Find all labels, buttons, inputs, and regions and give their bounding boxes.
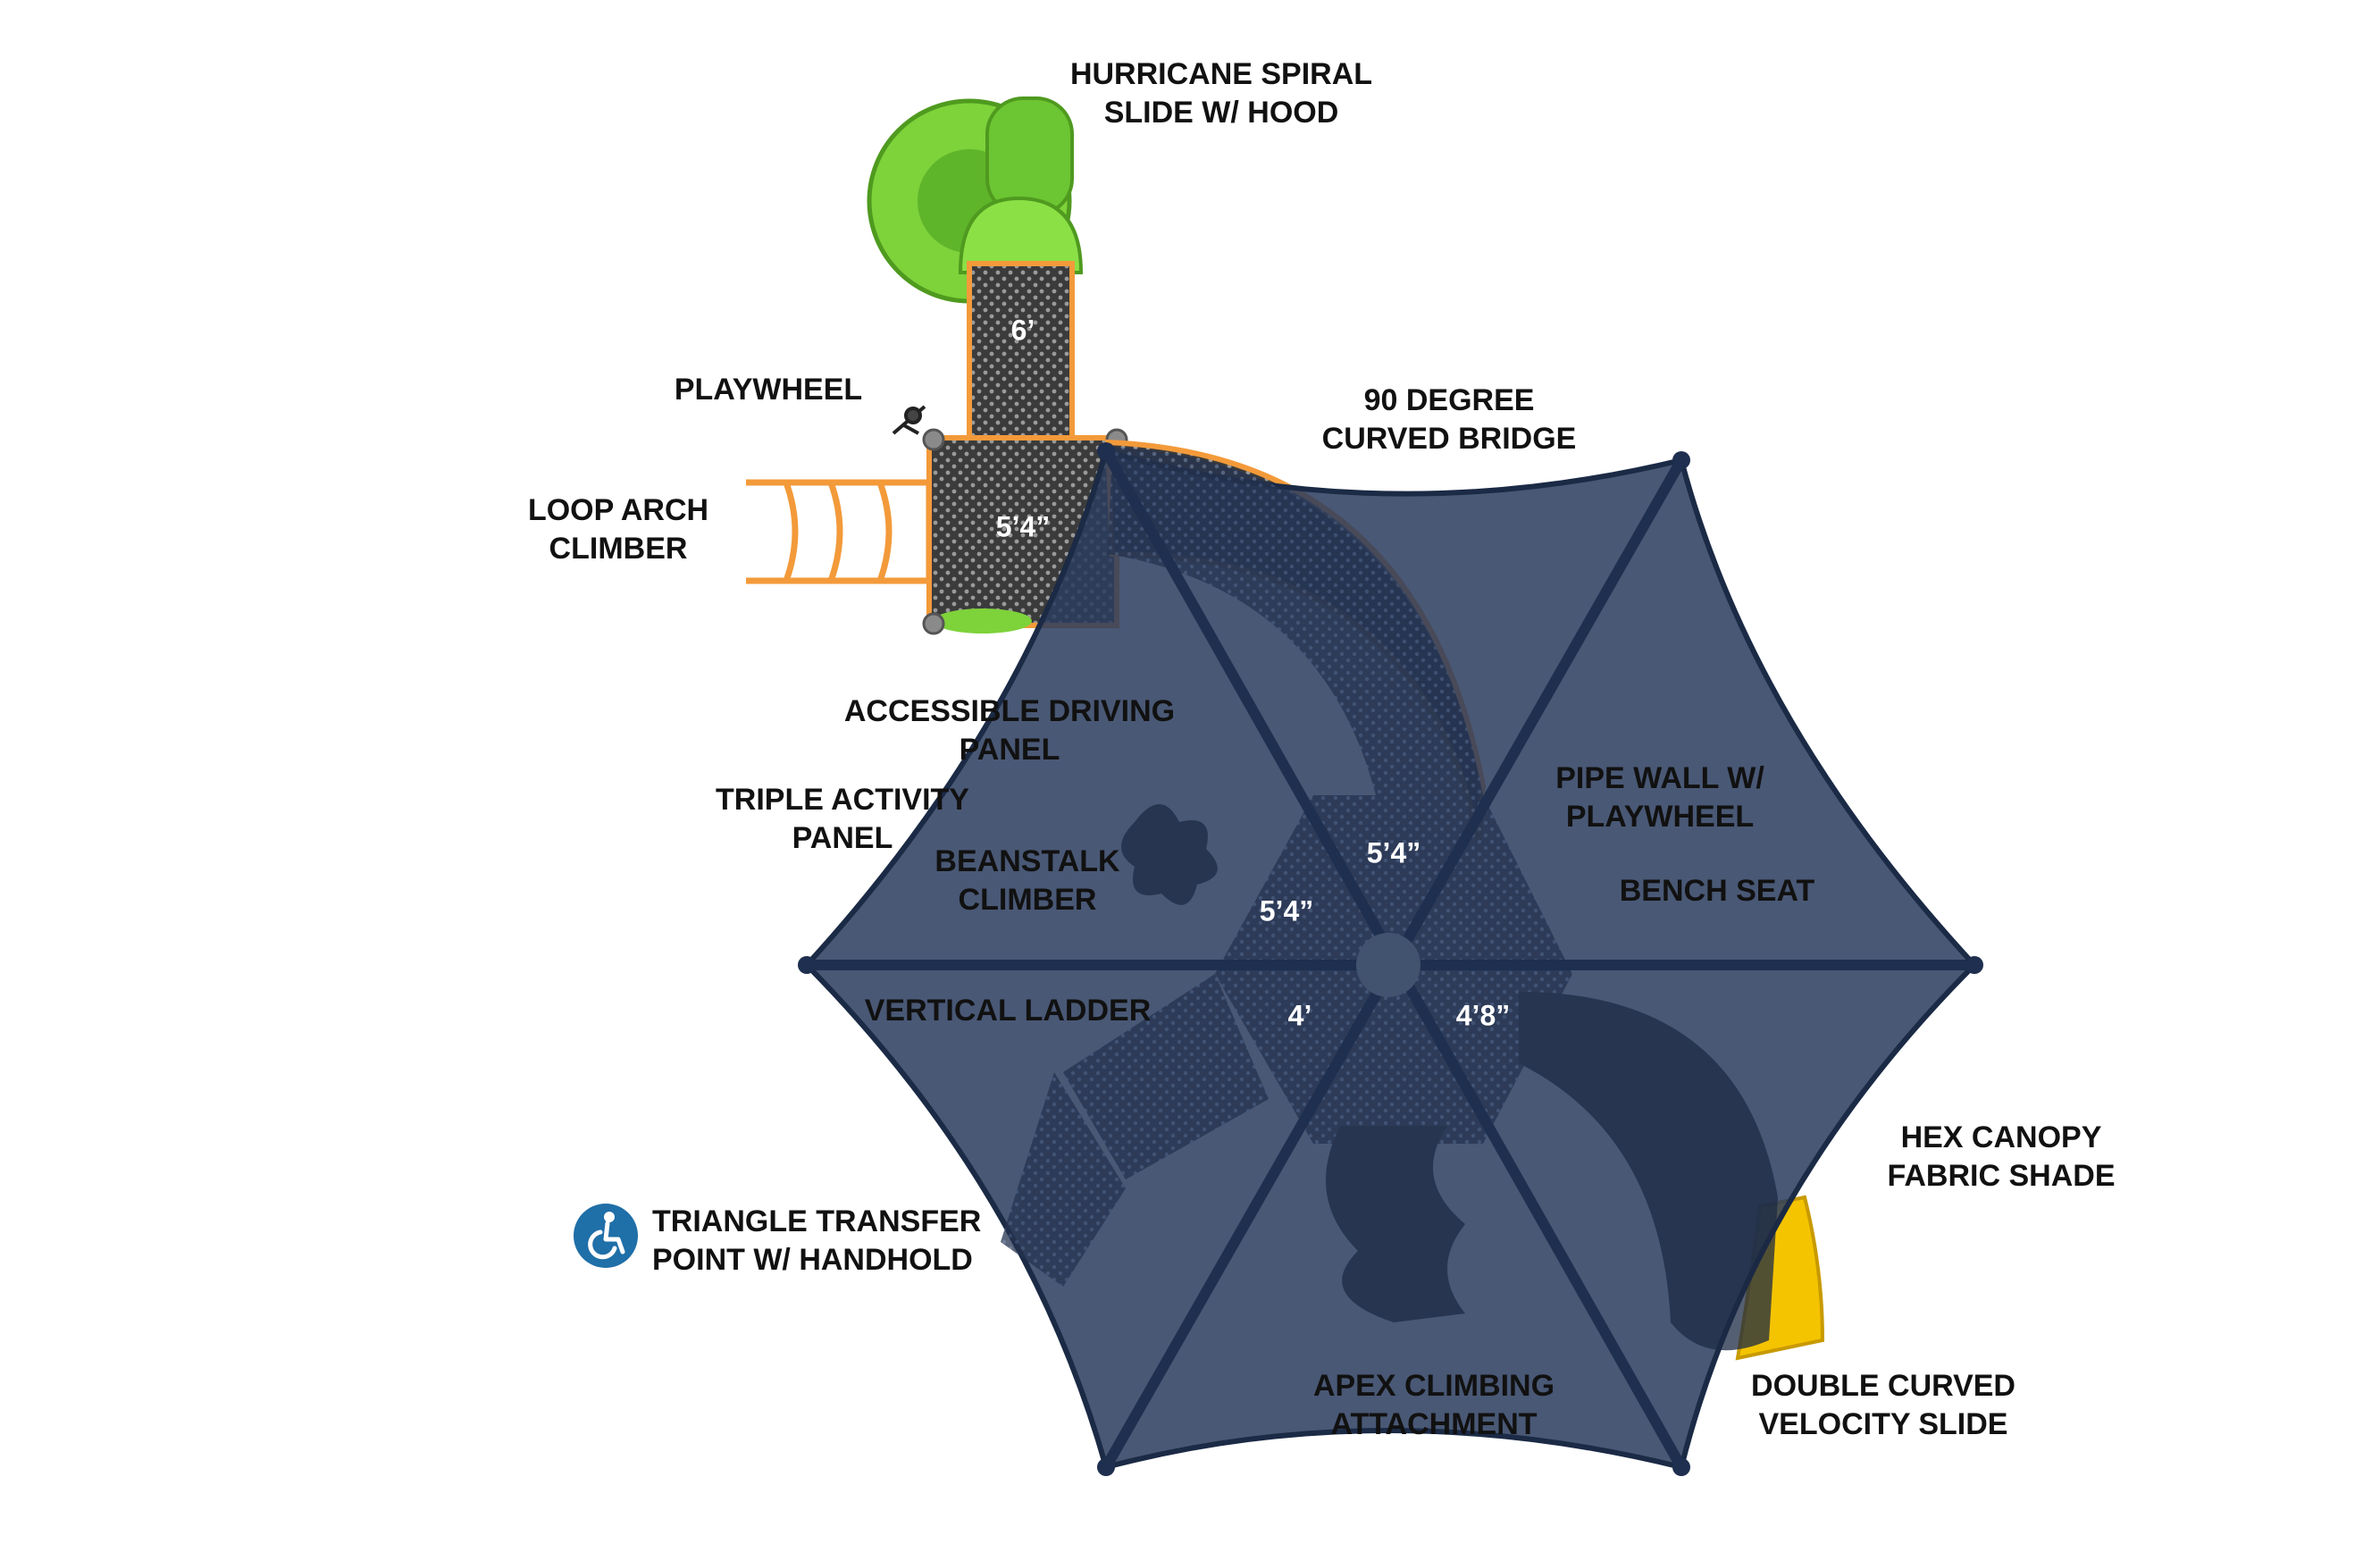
height-tower-top: 6’ bbox=[1010, 314, 1035, 347]
height-hex-top: 5’4” bbox=[1366, 836, 1421, 869]
canopy-center-hub bbox=[1356, 933, 1420, 997]
wheelchair-accessibility-icon bbox=[574, 1204, 638, 1268]
tower-walkway-deck bbox=[967, 261, 1075, 441]
label-pipe-wall-w-playwheel: PIPE WALL W/PLAYWHEEL bbox=[1555, 761, 1764, 834]
loop-arch-climber bbox=[746, 479, 933, 584]
playwheel-device bbox=[892, 405, 926, 435]
height-tower-square: 5’4” bbox=[995, 510, 1051, 543]
label-vertical-ladder: VERTICAL LADDER bbox=[864, 994, 1152, 1028]
label-bench-seat: BENCH SEAT bbox=[1619, 874, 1815, 908]
label-playwheel: PLAYWHEEL bbox=[674, 373, 863, 407]
deck-green-step bbox=[934, 608, 1032, 634]
height-hex-bottom-right: 4’8” bbox=[1455, 999, 1511, 1032]
hurricane-spiral-slide bbox=[867, 96, 1084, 304]
canopy-corner-posts bbox=[798, 442, 1983, 1476]
hex-deck-under-canopy bbox=[1001, 447, 1778, 1351]
height-hex-bottom-left: 4’ bbox=[1287, 999, 1312, 1032]
height-hex-left: 5’4” bbox=[1259, 894, 1314, 927]
